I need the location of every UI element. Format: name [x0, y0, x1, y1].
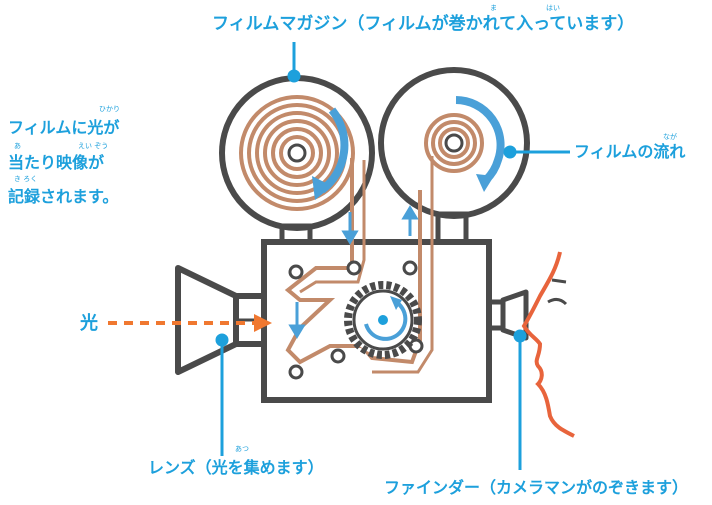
film-rollers — [288, 260, 424, 380]
label-exposure-line1: フィルムに光が — [8, 118, 120, 137]
left-reel-rotation-arrow — [319, 107, 349, 194]
furigana-eizou: えい ぞう — [78, 142, 109, 150]
left-reel-arrowhead — [312, 176, 332, 200]
right-reel-hub — [444, 133, 464, 153]
right-reel-arrowhead — [476, 174, 494, 192]
label-lens: レンズ（光を集めます） — [148, 458, 324, 477]
furigana-atsu: あつ — [235, 445, 249, 453]
label-finder: ファインダー（カメラマンがのぞきます） — [384, 478, 689, 497]
furigana-hikari: ひかり — [99, 105, 120, 113]
furigana-naga: なが — [663, 133, 677, 141]
right-reel-rotation-arrow — [455, 96, 505, 183]
right-film-coil — [424, 113, 484, 173]
furigana-hai: はい — [546, 4, 560, 12]
cameraman-face-profile — [521, 251, 575, 438]
sprocket-gear — [344, 281, 422, 359]
label-film-flow: フィルムの流れ — [574, 142, 686, 161]
gear-rotation-arrow — [364, 300, 408, 341]
label-exposure-line2: 当たり映像が — [8, 153, 105, 172]
film-flow-arrows — [288, 205, 419, 339]
furigana-kiroku: き ろく — [14, 175, 38, 183]
light-ray-arrowhead — [254, 314, 272, 332]
callout-lines — [215, 42, 570, 470]
film-path — [284, 158, 422, 365]
furigana-a: あ — [14, 142, 21, 150]
cameraman-brow — [551, 278, 567, 284]
label-light: 光 — [80, 313, 98, 334]
left-reel-hub — [287, 143, 307, 163]
gear-arrowhead — [390, 296, 402, 310]
label-exposure-line3: 記録されます。 — [8, 187, 119, 206]
film-path-inner — [299, 160, 366, 294]
furigana-maki: ま — [490, 4, 497, 12]
lens-hood — [175, 265, 239, 375]
label-film-magazine: フィルムマガジン（フィルムが巻かれて入っています） — [212, 14, 635, 34]
cameraman-eye — [547, 297, 568, 306]
film-path-right — [372, 156, 434, 374]
